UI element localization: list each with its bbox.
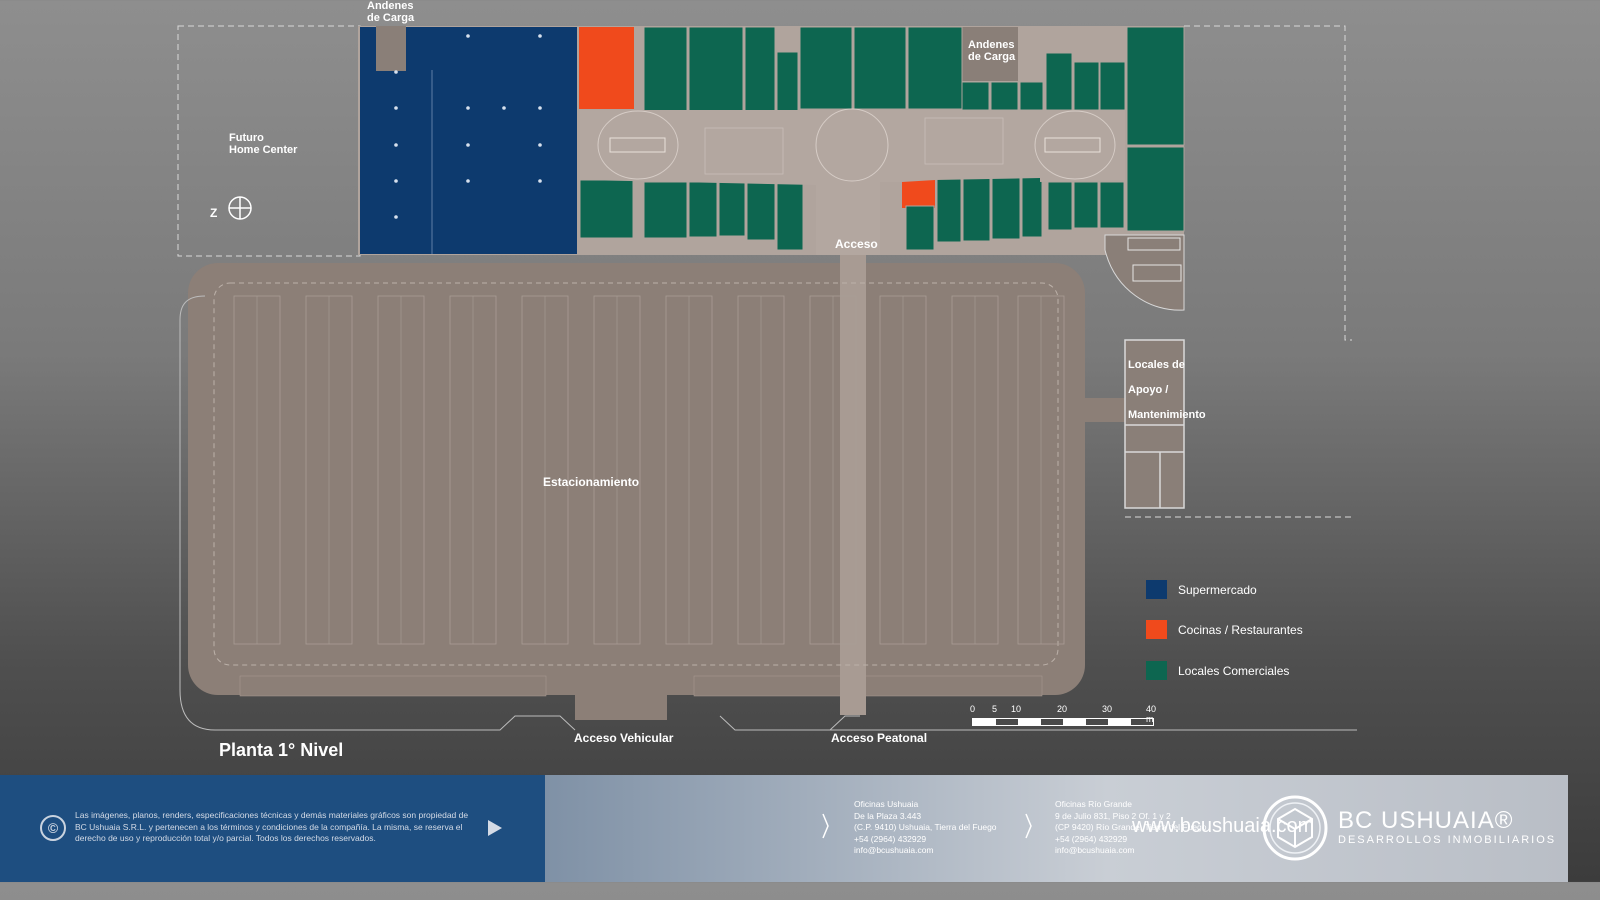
footer-left-panel: © Las imágenes, planos, renders, especif… bbox=[0, 775, 545, 882]
local-comercial bbox=[1045, 52, 1073, 111]
local-comercial bbox=[905, 205, 935, 251]
restaurante-1 bbox=[579, 27, 634, 109]
chevron-right-icon bbox=[822, 813, 829, 839]
local-comercial bbox=[1099, 61, 1126, 111]
scale-bar: 0 5 10 20 30 40 m bbox=[970, 704, 1160, 728]
local-comercial bbox=[776, 181, 804, 251]
scale-tick: 30 bbox=[1102, 704, 1113, 714]
local-comercial bbox=[1126, 146, 1185, 232]
escalator-left bbox=[609, 137, 666, 153]
legend-supermercado: Supermercado bbox=[1146, 580, 1257, 599]
local-comercial bbox=[744, 26, 776, 122]
legend-swatch bbox=[1146, 580, 1167, 599]
scale-tick: 20 bbox=[1057, 704, 1068, 714]
play-icon[interactable] bbox=[488, 820, 502, 836]
email-link[interactable]: info@bcushuaia.com bbox=[854, 845, 934, 855]
footer-right-panel: www.bcushuaia.com Oficinas Ushuaia De la… bbox=[545, 775, 1568, 882]
legend-label: Supermercado bbox=[1178, 582, 1257, 597]
home-center-lot bbox=[177, 25, 361, 257]
legend-locales: Locales Comerciales bbox=[1146, 661, 1289, 680]
legend-restaurantes: Cocinas / Restaurantes bbox=[1146, 620, 1303, 639]
legend-swatch bbox=[1146, 620, 1167, 639]
side-road bbox=[1065, 398, 1125, 422]
atrium-right bbox=[1034, 110, 1116, 180]
andenes-dock-top bbox=[376, 26, 406, 71]
local-comercial bbox=[1126, 26, 1185, 146]
site-boundary bbox=[1184, 25, 1352, 341]
legend-swatch bbox=[1146, 661, 1167, 680]
brand-name: BC USHUAIA® bbox=[1338, 807, 1514, 834]
acceso-entrance bbox=[816, 235, 880, 255]
office-riogrande: Oficinas Río Grande 9 de Julio 831, Piso… bbox=[1055, 799, 1207, 855]
ramp-slot-2 bbox=[1132, 264, 1182, 282]
local-comercial bbox=[1073, 181, 1099, 229]
supermercado-columns bbox=[394, 34, 542, 219]
local-comercial bbox=[643, 181, 688, 239]
local-comercial bbox=[990, 81, 1019, 111]
acceso-peatonal-label: Acceso Peatonal bbox=[831, 731, 928, 745]
acceso-label: Acceso bbox=[835, 237, 878, 251]
local-comercial bbox=[688, 26, 744, 122]
footer: © Las imágenes, planos, renders, especif… bbox=[0, 775, 1568, 882]
acceso-vehicular-label: Acceso Vehicular bbox=[574, 731, 674, 745]
scale-tick: 40 m bbox=[1146, 704, 1157, 724]
locales-apoyo-block bbox=[1124, 339, 1185, 509]
local-comercial bbox=[961, 81, 990, 111]
local-comercial bbox=[1099, 181, 1125, 229]
mall-corridor bbox=[580, 110, 1125, 250]
vehicle-access-road bbox=[575, 660, 667, 720]
scale-tick: 10 bbox=[1011, 704, 1022, 714]
chevron-right-icon bbox=[1025, 813, 1032, 839]
brand-subtitle: DESARROLLOS INMOBILIARIOS bbox=[1338, 834, 1557, 846]
pedestrian-path bbox=[840, 255, 866, 715]
atrium-left bbox=[597, 110, 679, 180]
disclaimer-text: Las imágenes, planos, renders, especific… bbox=[75, 810, 469, 843]
local-comercial bbox=[1047, 181, 1073, 231]
scale-tick: 5 bbox=[992, 704, 998, 714]
brand: BC USHUAIA® DESARROLLOS INMOBILIARIOS bbox=[1338, 807, 1557, 847]
atrium-center bbox=[815, 108, 889, 182]
andenes-dock-right bbox=[962, 27, 1018, 81]
local-comercial bbox=[746, 181, 776, 241]
kiosk-left bbox=[704, 127, 784, 175]
locales-comerciales bbox=[579, 26, 1185, 251]
north-letter: Z bbox=[210, 206, 218, 220]
local-comercial bbox=[1073, 61, 1100, 111]
ramp-slot-1 bbox=[1127, 237, 1181, 251]
floor-plan bbox=[177, 25, 1357, 731]
local-comercial bbox=[936, 169, 962, 243]
legend-label: Cocinas / Restaurantes bbox=[1178, 622, 1303, 637]
parking-strip-bottom-left bbox=[239, 675, 547, 697]
local-comercial bbox=[643, 26, 688, 122]
parking-inner-lane bbox=[213, 282, 1059, 666]
bc-ushuaia-logo-icon bbox=[1262, 795, 1328, 861]
parking-rows bbox=[233, 295, 1065, 645]
local-comercial bbox=[1019, 81, 1044, 111]
local-comercial bbox=[579, 179, 634, 239]
copyright-icon: © bbox=[40, 815, 66, 841]
plan-title: Planta 1° Nivel bbox=[219, 740, 344, 760]
local-comercial bbox=[688, 181, 718, 238]
estacionamiento-label: Estacionamiento bbox=[543, 475, 640, 489]
escalator-right bbox=[1044, 137, 1101, 153]
kiosk-right bbox=[924, 117, 1004, 165]
legend-label: Locales Comerciales bbox=[1178, 663, 1290, 678]
scale-tick: 0 bbox=[970, 704, 976, 714]
email-link[interactable]: info@bcushuaia.com bbox=[1055, 845, 1135, 855]
local-comercial bbox=[907, 26, 963, 110]
parking-strip-bottom-right bbox=[693, 675, 1043, 697]
office-ushuaia: Oficinas Ushuaia De la Plaza 3.443 (C.P.… bbox=[854, 799, 997, 855]
ramp-curve bbox=[1104, 234, 1185, 311]
local-comercial bbox=[853, 26, 907, 110]
local-comercial bbox=[718, 181, 746, 237]
local-comercial bbox=[799, 26, 853, 110]
website-link[interactable]: www.bcushuaia.com bbox=[1132, 815, 1315, 837]
